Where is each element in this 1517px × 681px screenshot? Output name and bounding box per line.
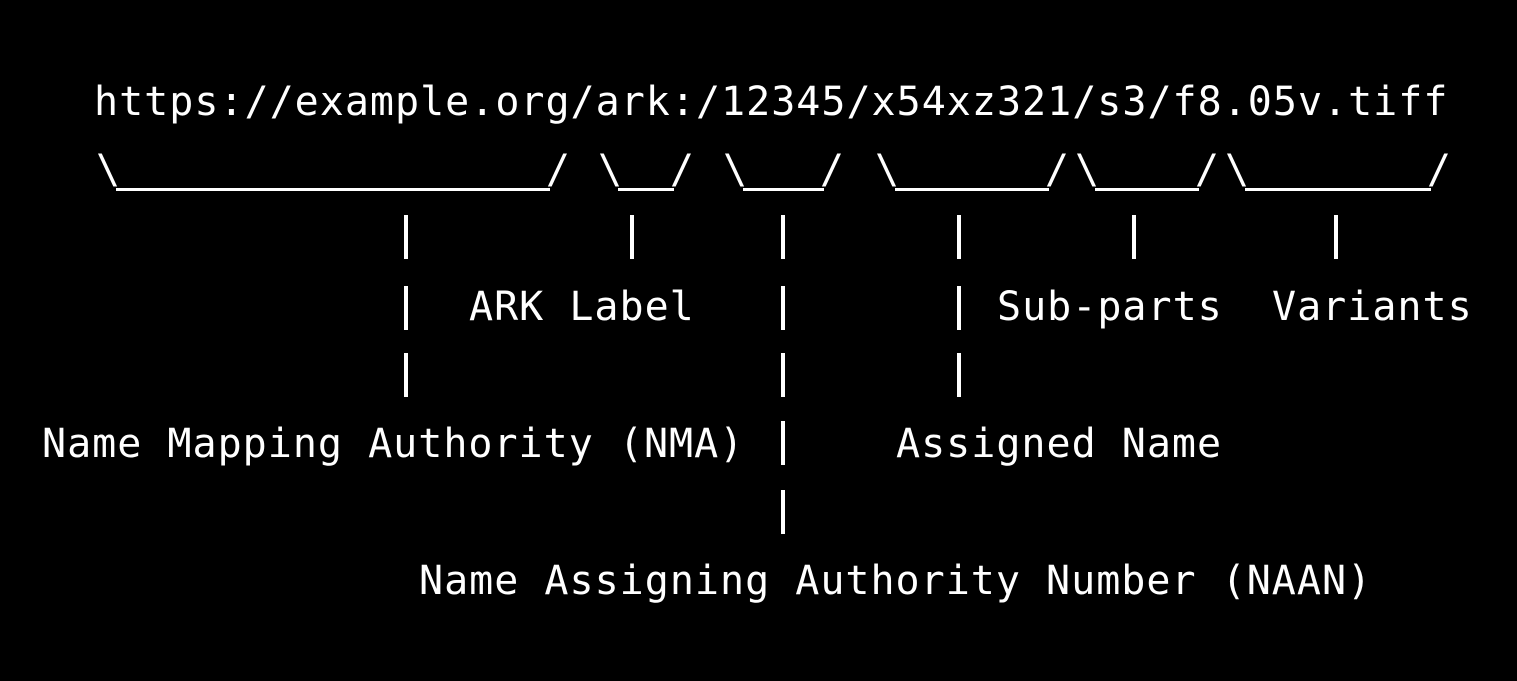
label-naan: Name Assigning Authority Number (NAAN) bbox=[419, 558, 1373, 604]
connector-nma-3 bbox=[404, 353, 408, 397]
connector-assigned-2 bbox=[957, 286, 961, 330]
connector-naan-2 bbox=[781, 286, 785, 330]
connector-naan-5 bbox=[781, 490, 785, 534]
connector-sub-parts bbox=[1132, 215, 1136, 259]
label-sub-parts: Sub-parts bbox=[997, 284, 1223, 330]
brace-assigned-name: \/ bbox=[875, 147, 1069, 193]
label-assigned-name: Assigned Name bbox=[896, 421, 1223, 467]
label-nma: Name Mapping Authority (NMA) bbox=[42, 421, 745, 467]
connector-nma-1 bbox=[404, 215, 408, 259]
brace-sub-parts: \/ bbox=[1075, 147, 1219, 193]
connector-nma-2 bbox=[404, 286, 408, 330]
connector-naan-1 bbox=[781, 215, 785, 259]
brace-nma: \/ bbox=[96, 147, 570, 193]
connector-naan-3 bbox=[781, 353, 785, 397]
ark-url: https://example.org/ark:/12345/x54xz321/… bbox=[94, 79, 1449, 125]
connector-naan-4 bbox=[781, 421, 785, 465]
label-ark-label: ARK Label bbox=[469, 284, 695, 330]
connector-ark-label bbox=[630, 215, 634, 259]
connector-variants bbox=[1334, 215, 1338, 259]
brace-variants: \/ bbox=[1225, 147, 1451, 193]
connector-assigned-3 bbox=[957, 353, 961, 397]
brace-naan: \/ bbox=[723, 147, 844, 193]
connector-assigned-1 bbox=[957, 215, 961, 259]
label-variants: Variants bbox=[1272, 284, 1473, 330]
brace-ark-label: \/ bbox=[598, 147, 694, 193]
